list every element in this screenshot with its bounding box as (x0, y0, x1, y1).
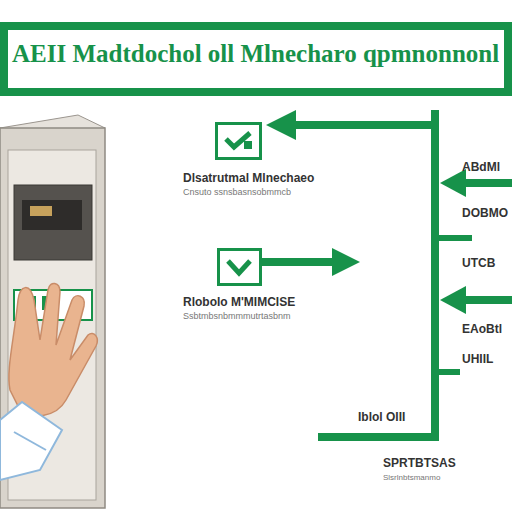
side-label: SPRTBTSAS (383, 456, 456, 470)
electrical-cabinet (0, 115, 105, 508)
bus-lines (262, 110, 512, 441)
box-icon (218, 125, 259, 157)
side-label: EAoBtl (462, 322, 502, 336)
box-description: Cnsuto ssnsbasnsobmmcb (183, 187, 291, 197)
side-label: UHIIL (462, 352, 493, 366)
diagram-title: AEII Madtdochol oll Mlnecharo qpmnonnonl (12, 40, 502, 68)
side-label: UTCB (462, 256, 495, 270)
sleeve (0, 402, 62, 480)
box-description: Ssbtmbsnbmmmutrtasbnm (183, 311, 291, 321)
hand (9, 283, 97, 416)
icon-box: Rlobolo M'MIMCISESsbtmbsnbmmmutrtasbnm (217, 248, 262, 286)
icon-box: Dlsatrutmal MlnechaeoCnsuto ssnsbasnsobm… (215, 122, 262, 160)
side-label: Slsrlnbtsmanmo (383, 473, 440, 482)
side-label: DOBMO (462, 206, 508, 220)
box-icon (220, 251, 259, 283)
side-label: Iblol OIII (358, 410, 405, 424)
side-label: ABdMl (462, 160, 500, 174)
title-frame (4, 26, 508, 92)
box-heading: Dlsatrutmal Mlnechaeo (183, 171, 314, 185)
box-heading: Rlobolo M'MIMCISE (183, 295, 295, 309)
